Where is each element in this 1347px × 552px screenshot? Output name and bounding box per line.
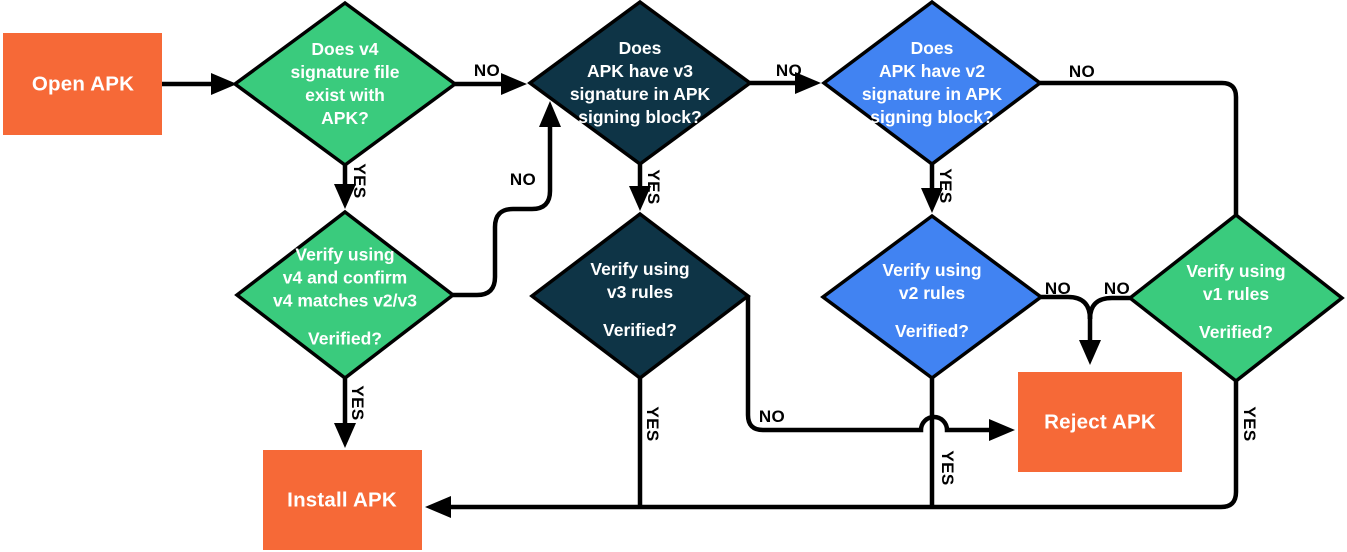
edge-label-yes-v2verify: YES [938,450,957,486]
v2-verify-sub: Verified? [895,321,969,341]
v3-sig-diamond [527,0,753,167]
v2-sig-label: Does APK have v2 signature in APK signin… [832,37,1032,129]
edge-no-v4verify-to-v3sig [453,127,553,298]
v1-verify-question: Verify using v1 rules [1186,261,1286,304]
edge-label-no-v3verify: NO [758,407,786,426]
edge-label-no-v2sig: NO [1068,62,1096,81]
arrow-yes-into-v2verify [921,188,943,213]
arrowheads [211,72,1101,518]
install-apk-box [263,450,422,550]
v2-verify-question: Verify using v2 rules [882,260,982,303]
edge-no-v2sig-to-v1verify [1040,80,1239,215]
v4-verify-question: Verify using v4 and confirm v4 matches v… [273,244,417,311]
v4-exists-diamond [232,0,458,168]
open-apk-box [3,33,162,135]
reject-apk-label: Reject APK [1044,410,1156,434]
v4-exists-label: Does v4 signature file exist with APK? [245,38,445,130]
edge-yes-bottom-to-install [450,381,1239,510]
edge-label-yes-v3sig: YES [644,169,663,205]
arrow-no-into-v2sig [795,72,821,94]
v3-sig-question: Does APK have v3 signature in APK signin… [569,38,711,127]
v4-verify-label: Verify using v4 and confirm v4 matches v… [240,244,450,351]
arrow-curve-into-v3sig [539,101,561,127]
edge-label-no-v4exists: NO [473,61,501,80]
edge-label-yes-v3verify: YES [643,406,662,442]
edge-label-yes-v4exists: YES [350,163,369,199]
v2-sig-diamond [821,0,1043,167]
open-apk-label: Open APK [31,72,135,96]
arrow-no-into-v3sig [501,73,527,95]
edge-label-yes-v2sig: YES [936,168,955,204]
edge-label-no-v1verify: NO [1103,279,1131,298]
v4-verify-sub: Verified? [308,328,382,349]
v2-verify-label: Verify using v2 rules Verified? [832,259,1032,343]
arrow-yes-into-v3verify [629,186,651,211]
v2-verify-diamond [820,213,1044,381]
edge-label-no-v3sig: NO [775,61,803,80]
arrow-yes-into-install [334,423,356,448]
v1-verify-diamond [1127,212,1345,384]
edge-no-v1verify-merge [1087,295,1130,320]
reject-apk-box [1018,372,1182,472]
v3-verify-question: Verify using v3 rules [590,259,690,302]
edge-label-yes-v1verify: YES [1240,406,1259,442]
arrow-merge-into-reject [1079,340,1101,365]
v3-sig-label: Does APK have v3 signature in APK signin… [540,37,740,129]
arrow-bottomline-into-install [425,496,451,518]
edge-label-no-v2verify: NO [1044,279,1072,298]
edge-label-no-v4verify: NO [509,170,537,189]
arrow-yes-into-v4verify [334,184,356,209]
edge-no-v2verify-merge [1040,294,1093,320]
edge-no-v3verify-to-reject [745,296,991,433]
connector-lines [162,80,1239,510]
v2-sig-question: Does APK have v2 signature in APK signin… [861,38,1003,127]
v4-verify-diamond [234,209,456,381]
v3-verify-sub: Verified? [603,320,677,340]
edge-label-yes-v4verify: YES [348,385,367,421]
v3-verify-diamond [529,211,751,381]
v1-verify-label: Verify using v1 rules Verified? [1136,260,1336,344]
v3-verify-label: Verify using v3 rules Verified? [540,258,740,342]
node-shapes [3,0,1345,550]
v1-verify-sub: Verified? [1199,322,1273,342]
v4-exists-question: Does v4 signature file exist with APK? [290,39,400,128]
arrow-no-into-reject [989,419,1015,441]
install-apk-label: Install APK [287,488,397,512]
arrow-into-v4exists [211,73,237,95]
